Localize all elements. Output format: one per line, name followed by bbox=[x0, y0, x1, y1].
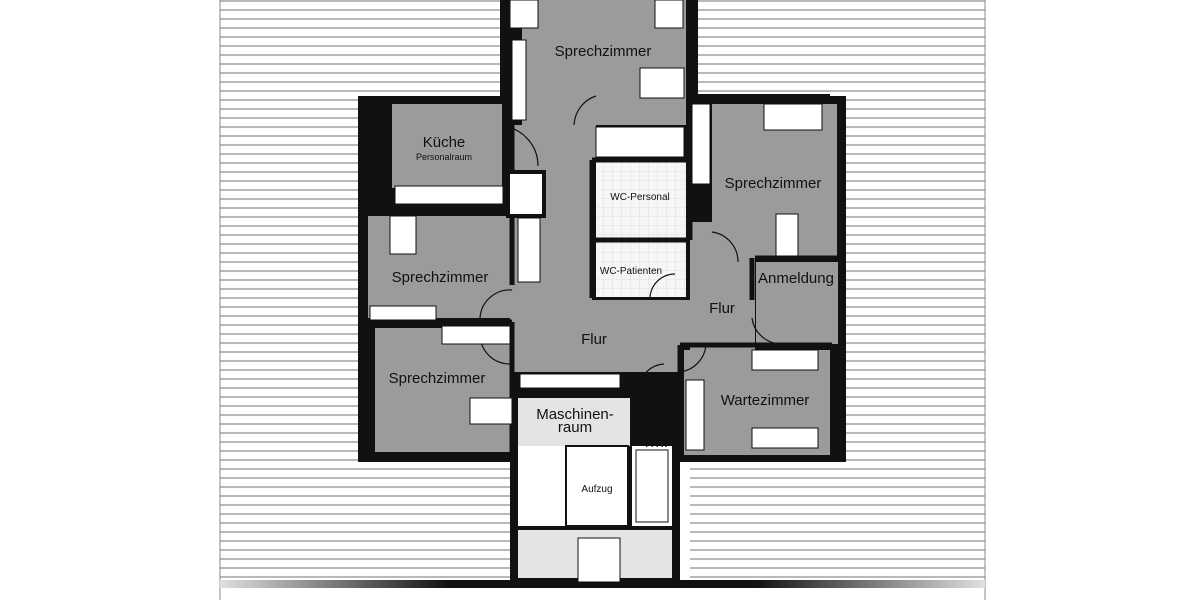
label-personalraum: Personalraum bbox=[416, 152, 472, 162]
label-wartezimmer: Wartezimmer bbox=[721, 392, 810, 409]
label-kueche: Küche bbox=[423, 134, 466, 151]
label-maschinenraum-2: raum bbox=[558, 419, 592, 436]
base-line bbox=[220, 580, 985, 588]
label-treppenhaus: Trh. bbox=[642, 434, 668, 451]
label-anmeldung: Anmeldung bbox=[758, 270, 834, 287]
label-flur-right: Flur bbox=[709, 300, 735, 317]
label-maschinenraum-1: Maschinen- bbox=[536, 406, 614, 423]
interior-walls bbox=[362, 100, 840, 458]
label-sprechzimmer-bottom: Sprechzimmer bbox=[389, 370, 486, 387]
label-wc-patienten: WC-Patienten bbox=[600, 266, 662, 277]
label-wc-personal: WC-Personal bbox=[610, 192, 669, 203]
label-flur-main: Flur bbox=[581, 331, 607, 348]
furniture bbox=[369, 0, 823, 583]
label-sprechzimmer-top: Sprechzimmer bbox=[555, 43, 652, 60]
label-aufzug: Aufzug bbox=[581, 484, 612, 495]
label-sprechzimmer-left: Sprechzimmer bbox=[392, 269, 489, 286]
doors bbox=[479, 95, 783, 393]
label-sprechzimmer-right: Sprechzimmer bbox=[725, 175, 822, 192]
